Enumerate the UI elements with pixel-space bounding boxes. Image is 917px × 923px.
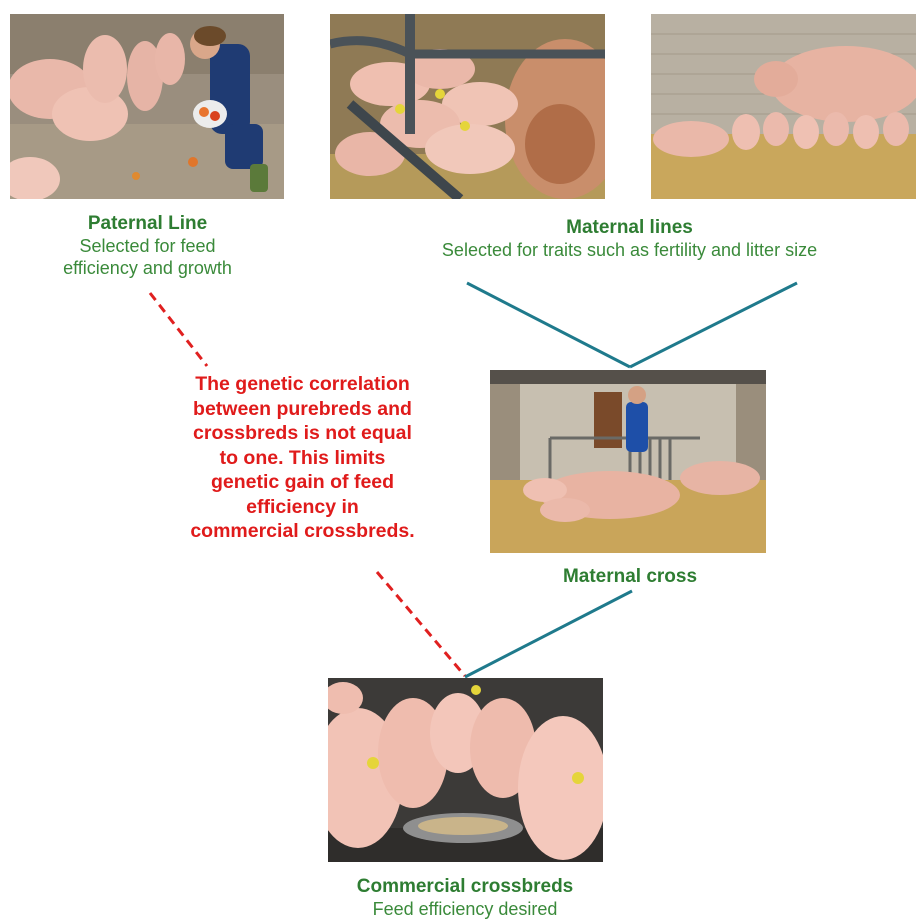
maternal-lines-caption: Maternal lines Selected for traits such … [372, 216, 887, 261]
maternal-cross-caption: Maternal cross [510, 565, 750, 588]
commercial-crossbreds-caption: Commercial crossbreds Feed efficiency de… [300, 875, 630, 920]
note-line: efficiency in [246, 495, 359, 518]
note-line: crossbreds is not equal [193, 422, 412, 444]
note-line: The genetic correlation [195, 373, 410, 395]
paternal-line-subtitle-1: Selected for feed [79, 236, 216, 256]
commercial-crossbreds-photo [328, 678, 603, 862]
paternal-line-title: Paternal Line [87, 213, 208, 234]
maternal-cross-photo [490, 370, 766, 553]
paternal-line-subtitle-2: efficiency and growth [63, 258, 232, 278]
paternal-dashed-connector [148, 292, 209, 367]
paternal-line-caption: Paternal Line Selected for feed efficien… [20, 212, 275, 279]
maternal-lines-right-connector [629, 281, 798, 369]
maternal-lines-photo-1 [330, 14, 605, 199]
maternal-lines-subtitle: Selected for traits such as fertility an… [441, 240, 818, 260]
maternal-lines-title: Maternal lines [566, 217, 693, 238]
note-dashed-connector [375, 571, 467, 677]
paternal-line-photo [10, 14, 284, 199]
genetic-correlation-note: The genetic correlation between purebred… [165, 372, 440, 544]
note-line: genetic gain of feed [210, 471, 395, 493]
note-line: to one. This limits [219, 446, 386, 469]
commercial-crossbreds-subtitle: Feed efficiency desired [372, 899, 558, 919]
maternal-lines-photo-2 [651, 14, 916, 199]
note-line: between purebreds and [193, 397, 412, 420]
maternal-lines-left-connector [466, 281, 631, 369]
commercial-crossbreds-title: Commercial crossbreds [356, 876, 574, 897]
maternal-cross-connector [464, 589, 633, 679]
note-line: commercial crossbreds. [190, 520, 415, 542]
maternal-cross-title: Maternal cross [562, 566, 698, 587]
